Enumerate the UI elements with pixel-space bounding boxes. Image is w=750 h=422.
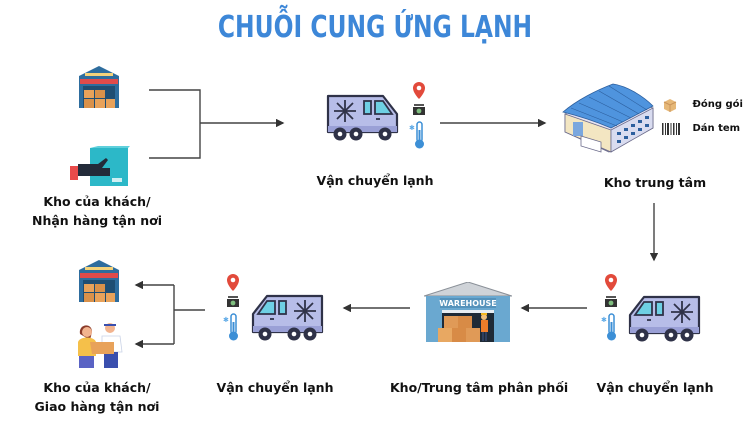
thermometer-icon: ✱ — [409, 121, 424, 149]
service-labeling: Dán tem — [662, 120, 740, 138]
label-line: Kho của khách/ — [43, 380, 151, 395]
location-pin-icon — [413, 82, 425, 99]
merge-bracket — [149, 89, 201, 159]
tracking-icons: ✱ — [223, 274, 239, 341]
customer-pickup-label: Kho của khách/ Nhận hàng tận nơi — [22, 192, 172, 230]
distribution-warehouse-icon: WAREHOUSE — [424, 282, 512, 342]
warehouse-icon — [79, 66, 119, 108]
transport-1-label: Vận chuyển lạnh — [316, 173, 434, 188]
warehouse-sign: WAREHOUSE — [439, 299, 497, 308]
hand-box-icon — [70, 146, 130, 186]
transport-2-label: Vận chuyển lạnh — [596, 380, 714, 395]
refrigerated-truck-icon — [251, 294, 324, 341]
barcode-icon — [662, 122, 680, 135]
svg-text:✱: ✱ — [223, 316, 229, 324]
refrigerated-truck-icon — [628, 295, 701, 342]
label-line: Nhận hàng tận nơi — [31, 213, 162, 228]
central-warehouse-label: Kho trung tâm — [603, 175, 707, 190]
dashcam-icon — [605, 296, 617, 307]
warehouse-icon — [79, 260, 119, 302]
service-label: Dán tem — [692, 123, 741, 135]
transport-3-label: Vận chuyển lạnh — [216, 380, 334, 395]
thermometer-icon: ✱ — [601, 313, 616, 341]
svg-text:✱: ✱ — [409, 124, 415, 132]
page-title: CHUỖI CUNG ỨNG LẠNH — [217, 10, 533, 45]
tracking-icons: ✱ — [409, 82, 425, 149]
thermometer-icon: ✱ — [223, 313, 238, 341]
svg-text:✱: ✱ — [601, 316, 607, 324]
central-warehouse-icon — [562, 83, 654, 153]
location-pin-icon — [605, 274, 617, 291]
dashcam-icon — [227, 296, 239, 307]
distribution-center-label: Kho/Trung tâm phân phối — [390, 380, 569, 395]
refrigerated-truck-icon — [326, 94, 399, 141]
delivery-people-icon — [78, 323, 123, 368]
label-line: Kho của khách/ — [43, 194, 151, 209]
tracking-icons: ✱ — [601, 274, 617, 341]
label-line: Giao hàng tận nơi — [34, 399, 160, 414]
location-pin-icon — [227, 274, 239, 291]
box-icon — [663, 98, 677, 112]
dashcam-icon — [413, 104, 425, 115]
customer-delivery-label: Kho của khách/ Giao hàng tận nơi — [22, 378, 172, 416]
service-label: Đóng gói — [692, 99, 743, 111]
service-packing: Đóng gói — [662, 96, 743, 114]
